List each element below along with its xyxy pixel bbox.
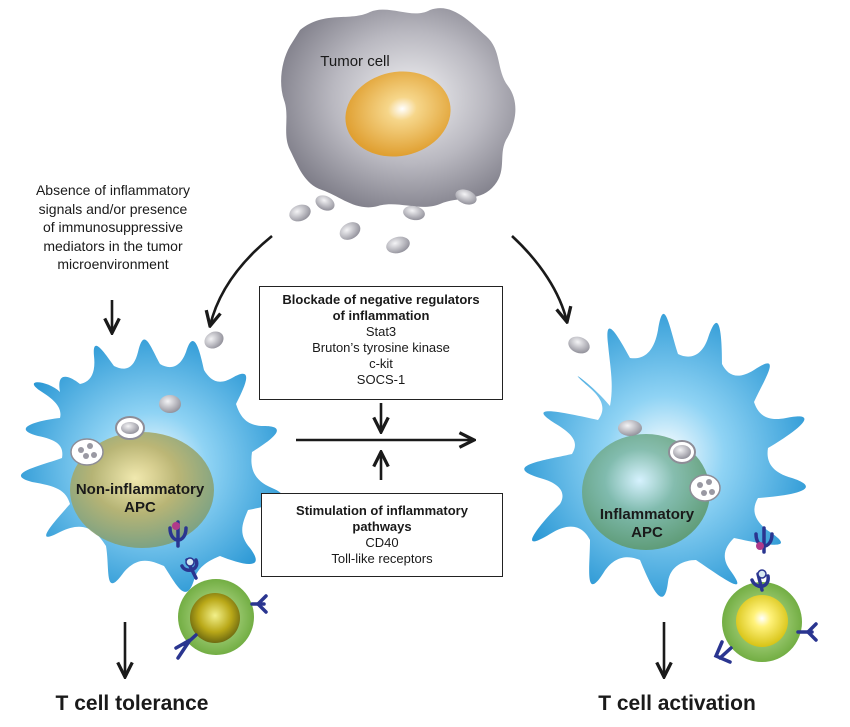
left-apc-label-line: APC bbox=[124, 499, 156, 516]
stimulation-box: Stimulation of inflammatory pathways CD4… bbox=[261, 493, 503, 577]
left-note-line: signals and/or presence bbox=[38, 200, 188, 217]
right-apc-vesicle bbox=[689, 474, 721, 502]
tumor-cell bbox=[281, 8, 516, 208]
left-apc-nucleus bbox=[70, 432, 214, 548]
tumor-cell-label: Tumor cell bbox=[320, 53, 390, 70]
right-apc-vesicle bbox=[673, 445, 691, 459]
granule bbox=[78, 447, 84, 453]
vesicle bbox=[339, 222, 361, 240]
left-apc bbox=[20, 339, 283, 592]
outcome-tolerance: T cell tolerance bbox=[55, 692, 209, 715]
blockade-box: Blockade of negative regulators of infla… bbox=[259, 286, 503, 400]
arrow-tumor-to-left-apc bbox=[210, 234, 273, 326]
blockade-item: Stat3 bbox=[365, 324, 397, 339]
left-note-line: Absence of inflammatory bbox=[35, 182, 191, 198]
stimulation-item: CD40 bbox=[365, 535, 399, 550]
right-apc-label-line: APC bbox=[631, 524, 663, 541]
vesicle bbox=[315, 195, 335, 211]
stimulation-title-line: pathways bbox=[352, 519, 412, 534]
tumor-cell-nucleus bbox=[345, 71, 451, 157]
blockade-item: c-kit bbox=[369, 356, 393, 371]
left-apc-vesicle bbox=[121, 422, 139, 434]
granule bbox=[83, 453, 89, 459]
left-t-cell bbox=[168, 520, 268, 660]
mhc-dot bbox=[172, 522, 180, 530]
left-apc-vesicle bbox=[159, 395, 181, 413]
vesicle bbox=[204, 331, 224, 349]
left-note-line: of immunosuppressive bbox=[42, 219, 184, 235]
receptor-icon bbox=[168, 520, 268, 660]
granule bbox=[87, 443, 93, 449]
left-t-cell-inner bbox=[190, 593, 240, 643]
granule bbox=[701, 490, 707, 496]
blockade-item: SOCS-1 bbox=[356, 372, 406, 387]
mhc-dot bbox=[756, 542, 764, 550]
vesicle bbox=[455, 189, 477, 205]
right-apc-vesicle bbox=[618, 420, 642, 436]
vesicle bbox=[289, 204, 311, 222]
right-apc bbox=[524, 313, 806, 597]
blockade-title-line: Blockade of negative regulators bbox=[282, 292, 480, 307]
left-apc-label: Non-inflammatory APC bbox=[42, 481, 238, 517]
tumor-vesicles bbox=[204, 189, 590, 354]
granule bbox=[709, 489, 715, 495]
left-apc-vesicle bbox=[70, 438, 104, 466]
granule bbox=[697, 482, 703, 488]
mhc-dot bbox=[185, 557, 195, 567]
left-note-line: microenvironment bbox=[57, 256, 169, 272]
right-apc-label: Inflammatory APC bbox=[582, 506, 712, 542]
granule bbox=[91, 452, 97, 458]
vesicle bbox=[568, 336, 590, 354]
blockade-item: Bruton’s tyrosine kinase bbox=[312, 340, 450, 355]
mhc-dot bbox=[757, 569, 767, 579]
granule bbox=[706, 479, 712, 485]
stimulation-title-line: Stimulation of inflammatory bbox=[296, 503, 468, 518]
vesicle bbox=[386, 236, 410, 254]
blockade-title-line: of inflammation bbox=[332, 308, 430, 323]
left-note: Absence of inflammatory signals and/or p… bbox=[4, 181, 222, 274]
right-t-cell bbox=[713, 526, 818, 664]
arrow-tumor-to-right-apc bbox=[511, 235, 567, 322]
left-apc-label-line: Non-inflammatory bbox=[75, 481, 205, 498]
outcome-activation: T cell activation bbox=[598, 692, 756, 715]
right-t-cell-inner bbox=[736, 595, 788, 647]
right-apc-label-line: Inflammatory bbox=[599, 506, 695, 523]
left-note-line: mediators in the tumor bbox=[43, 237, 183, 254]
vesicle bbox=[403, 205, 425, 221]
stimulation-item: Toll-like receptors bbox=[331, 551, 433, 566]
